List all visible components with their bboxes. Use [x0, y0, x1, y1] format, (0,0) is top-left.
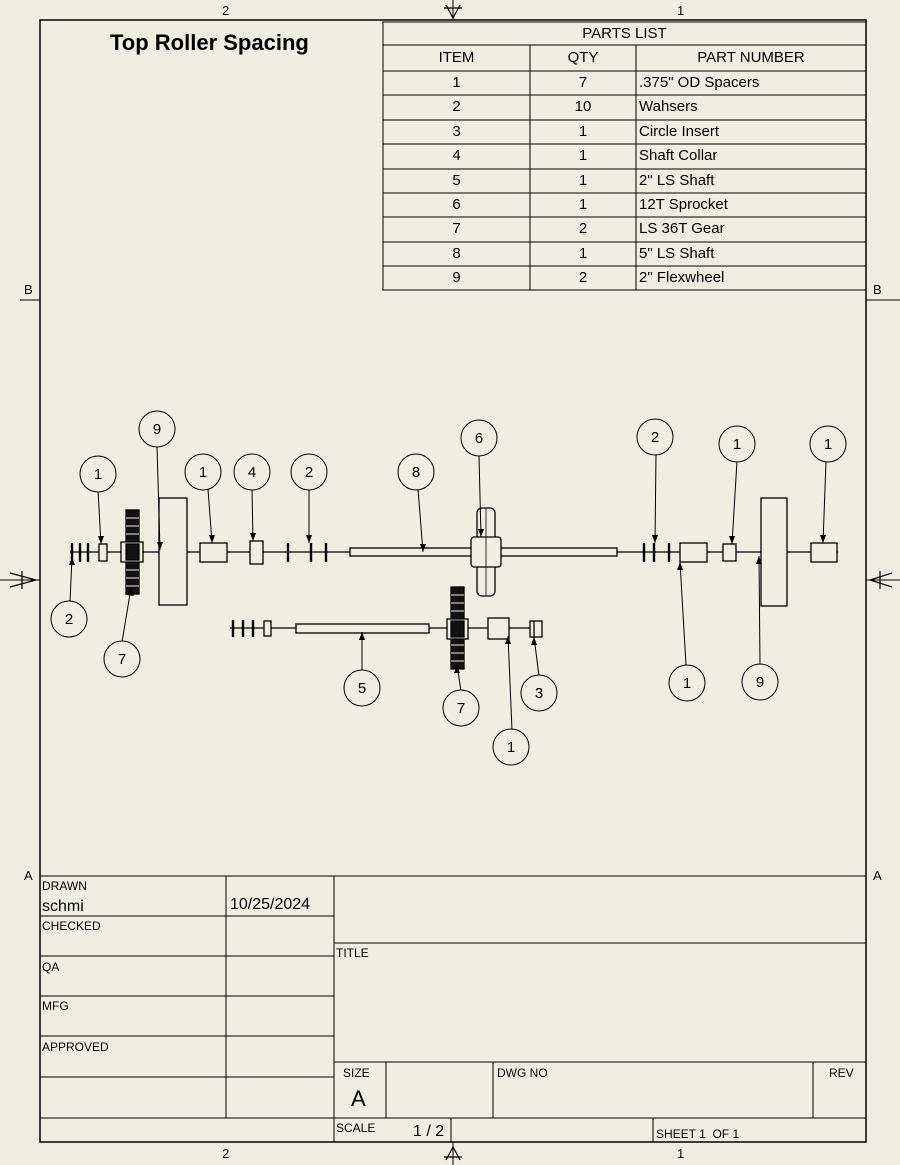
column-header-qty: QTY — [567, 49, 599, 66]
table-cell-part: .375" OD Spacers — [639, 74, 760, 91]
balloon-number: 7 — [457, 700, 465, 717]
table-cell-qty: 1 — [578, 147, 588, 164]
sheet-text: SHEET 1 OF 1 — [656, 1127, 740, 1141]
table-cell-part: LS 36T Gear — [639, 220, 725, 237]
table-cell-part: Shaft Collar — [639, 147, 718, 164]
table-cell-qty: 2 — [578, 269, 588, 286]
scale-value: 1 / 2 — [413, 1123, 445, 1140]
balloon-number: 1 — [824, 436, 832, 453]
table-cell-item: 2 — [452, 98, 461, 115]
balloon-number: 4 — [248, 464, 256, 481]
balloon-number: 2 — [305, 464, 313, 481]
balloon-number: 9 — [153, 421, 161, 438]
parts-list-grid — [382, 21, 867, 291]
leader-lines — [69, 445, 827, 731]
balloon-number: 1 — [683, 675, 691, 692]
centering-arrow-icon — [9, 4, 893, 1161]
table-cell-item: 7 — [452, 220, 461, 237]
table-cell-qty: 1 — [578, 172, 588, 189]
zone-label-bottom-1: 1 — [677, 1146, 685, 1161]
table-cell-qty: 10 — [574, 98, 592, 115]
table-cell-qty: 2 — [578, 220, 588, 237]
size-label: SIZE — [343, 1066, 370, 1080]
table-cell-item: 1 — [452, 74, 461, 91]
title-block-grid — [40, 875, 866, 1142]
table-cell-item: 8 — [452, 245, 461, 262]
column-header-part-number: PART NUMBER — [697, 49, 805, 66]
zone-label-left-b: B — [24, 282, 33, 297]
drawn-label: DRAWN — [42, 879, 87, 893]
balloon-numbers: 9 1 1 4 2 8 6 2 1 1 2 7 5 7 1 3 1 9 — [65, 421, 832, 756]
balloon-number: 5 — [358, 680, 366, 697]
balloon-circles — [50, 410, 847, 766]
table-cell-part: Circle Insert — [639, 123, 720, 140]
balloon-number: 7 — [118, 651, 126, 668]
balloon-number: 8 — [412, 464, 420, 481]
drawn-by-value: schmi — [42, 898, 84, 915]
zone-label-right-b: B — [873, 282, 882, 297]
table-cell-item: 3 — [452, 123, 461, 140]
table-cell-item: 6 — [452, 196, 461, 213]
assembly-view — [70, 497, 838, 670]
balloon-number: 1 — [507, 739, 515, 756]
balloon-number: 9 — [756, 674, 764, 691]
table-cell-qty: 1 — [578, 245, 588, 262]
balloon-number: 1 — [733, 436, 741, 453]
balloon-number: 3 — [535, 685, 543, 702]
qa-label: QA — [42, 960, 60, 974]
balloon-number: 2 — [65, 611, 73, 628]
rev-label: REV — [829, 1066, 854, 1080]
balloon-number: 1 — [94, 466, 102, 483]
table-cell-part: 12T Sprocket — [639, 196, 728, 213]
scale-label: SCALE — [336, 1121, 376, 1135]
table-cell-item: 9 — [452, 269, 461, 286]
table-cell-part: 2" Flexwheel — [639, 269, 725, 286]
balloon-number: 6 — [475, 430, 483, 447]
zone-label-right-a: A — [873, 868, 882, 883]
parts-list-heading: PARTS LIST — [582, 25, 667, 42]
balloon-number: 2 — [651, 429, 659, 446]
table-cell-part: Wahsers — [639, 98, 698, 115]
table-cell-part: 5" LS Shaft — [639, 245, 715, 262]
title-label: TITLE — [336, 946, 369, 960]
zone-label-top-2: 2 — [222, 3, 230, 18]
table-cell-qty: 1 — [578, 196, 588, 213]
zone-label-bottom-2: 2 — [222, 1146, 230, 1161]
table-cell-part: 2" LS Shaft — [639, 172, 715, 189]
drawn-date-value: 10/25/2024 — [230, 896, 311, 913]
table-cell-qty: 7 — [578, 74, 588, 91]
approved-label: APPROVED — [42, 1040, 109, 1054]
drawing-title: Top Roller Spacing — [110, 30, 309, 55]
table-cell-item: 4 — [452, 147, 461, 164]
balloon-number: 1 — [199, 464, 207, 481]
table-cell-item: 5 — [452, 172, 461, 189]
zone-label-top-1: 1 — [677, 3, 685, 18]
table-cell-qty: 1 — [578, 123, 588, 140]
dwg-no-label: DWG NO — [497, 1066, 548, 1080]
leader-arrowheads — [69, 529, 826, 673]
mfg-label: MFG — [42, 999, 69, 1013]
zone-label-left-a: A — [24, 868, 33, 883]
size-value: A — [351, 1086, 366, 1111]
checked-label: CHECKED — [42, 919, 101, 933]
column-header-item: ITEM — [438, 49, 475, 66]
